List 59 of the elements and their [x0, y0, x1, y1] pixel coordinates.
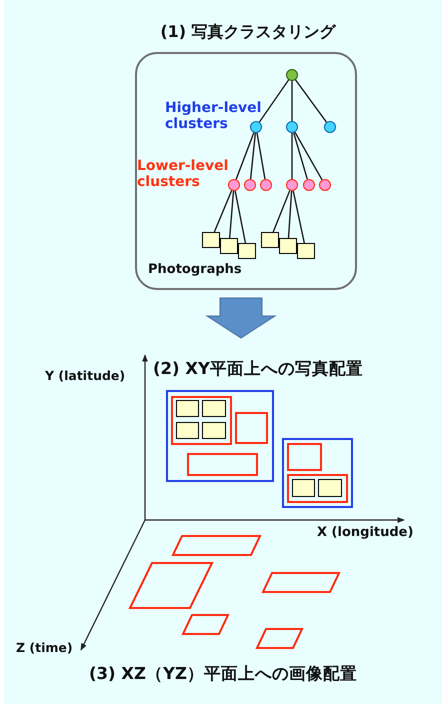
photo-box [318, 479, 342, 497]
subcluster-frame [171, 396, 232, 445]
image-parallelogram [182, 614, 229, 635]
image-parallelogram [256, 628, 303, 649]
subcluster-frame [287, 474, 348, 503]
subcluster-frame [187, 453, 258, 476]
axis-label: Z (time) [16, 640, 73, 655]
photo-box [176, 400, 199, 417]
photo-box [292, 479, 315, 497]
subcluster-frame [235, 412, 268, 444]
tree-link [291, 81, 293, 121]
cluster-circle [228, 179, 240, 191]
tree-link [236, 132, 254, 180]
level-label: Higher-level clusters [165, 100, 262, 132]
subcluster-frame [287, 443, 322, 471]
cluster-frame [282, 438, 353, 508]
tree-link [294, 132, 323, 180]
tree-link [229, 190, 234, 238]
cluster-circle [319, 179, 331, 191]
cluster-frame [166, 390, 274, 482]
tree-link [293, 132, 308, 180]
cluster-circle [286, 121, 298, 133]
tree-link [272, 190, 290, 232]
tree-link [258, 80, 290, 122]
photo-box [202, 400, 226, 417]
photo-box [279, 238, 297, 254]
level-label: Lower-level clusters [137, 158, 230, 190]
tree-link [214, 190, 232, 232]
photo-box [176, 422, 199, 439]
axis-label: Y (latitude) [45, 368, 126, 383]
cluster-circle [250, 121, 262, 133]
cluster-circle [286, 179, 298, 191]
tree-link [295, 79, 327, 123]
photos-label: Photographs [148, 262, 242, 278]
cluster-circle [286, 69, 298, 81]
image-parallelogram [129, 562, 213, 609]
photo-box [238, 243, 256, 259]
tree-link [292, 190, 305, 244]
photo-box [202, 232, 220, 248]
tree-link [288, 190, 292, 238]
block-arrow [205, 298, 277, 339]
image-parallelogram [262, 572, 340, 593]
photo-box [202, 422, 226, 439]
image-parallelogram [172, 535, 261, 556]
section-heading: (3) XZ（YZ）平面上への画像配置 [89, 664, 357, 684]
tree-link [256, 132, 266, 180]
section-heading: (1) 写真クラスタリング [159, 22, 337, 42]
tree-link [250, 132, 256, 180]
photo-box [297, 243, 315, 259]
cluster-circle [324, 121, 336, 133]
tree-link [291, 133, 293, 179]
photo-box [261, 232, 279, 248]
section-heading: (2) XY平面上への写真配置 [153, 359, 363, 379]
tree-link [234, 190, 246, 244]
axis-label: X (longitude) [317, 525, 414, 541]
cluster-circle [260, 179, 272, 191]
cluster-circle [244, 179, 256, 191]
cluster-circle [303, 179, 315, 191]
photo-box [220, 238, 238, 254]
